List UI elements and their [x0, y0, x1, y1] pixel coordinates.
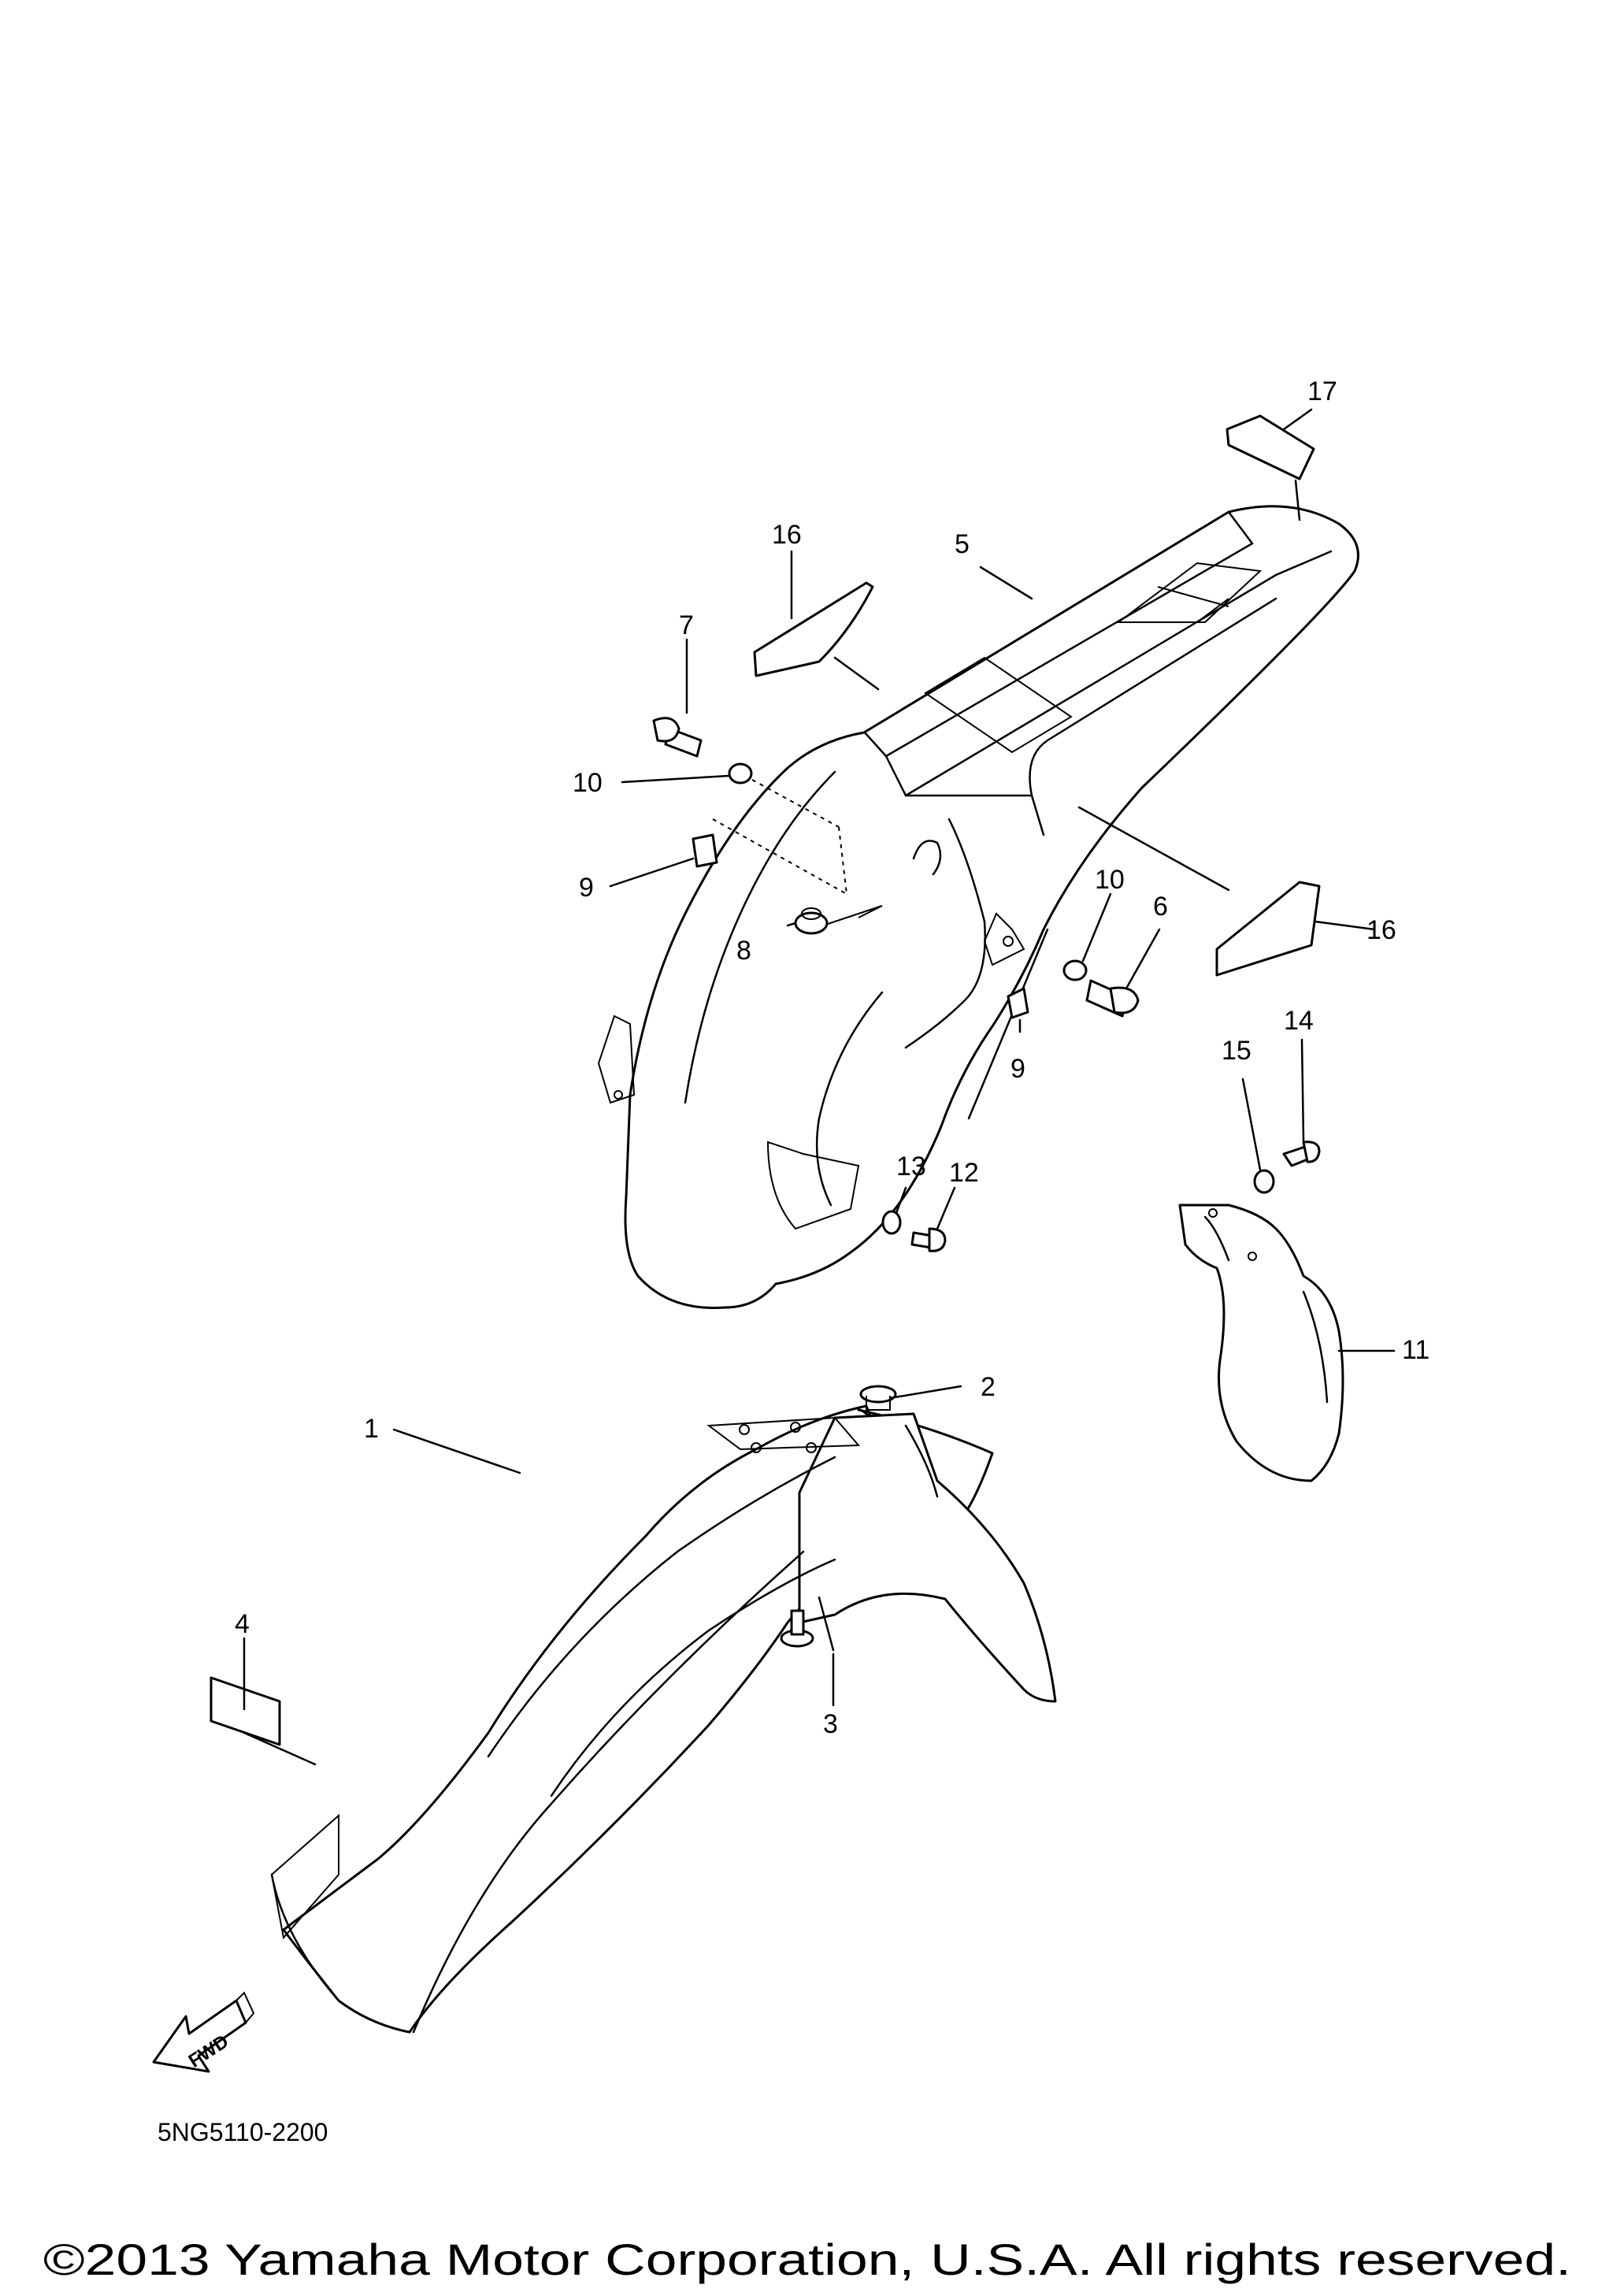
callout-1: 1: [364, 1414, 379, 1444]
callout-4: 4: [235, 1609, 250, 1639]
washer-15: [1253, 1169, 1275, 1194]
callout-2: 2: [981, 1372, 996, 1402]
bolt-6: [1085, 979, 1140, 1018]
fwd-arrow: FWD: [152, 1991, 255, 2073]
decal-4: [210, 1676, 281, 1746]
callout-8: 8: [736, 936, 751, 966]
mud-flap: [1178, 1204, 1344, 1482]
nut-13: [881, 1210, 902, 1235]
callout-3: 3: [823, 1709, 838, 1739]
collar-10-left: [728, 762, 753, 784]
callout-10b: 10: [1095, 865, 1125, 895]
bolt-3: [780, 1609, 814, 1648]
callout-17: 17: [1307, 376, 1337, 406]
callout-7: 7: [679, 610, 694, 640]
grommet-2: [859, 1385, 897, 1411]
callout-9: 9: [579, 873, 594, 903]
callout-5: 5: [955, 529, 970, 559]
callout-16b: 16: [1366, 915, 1396, 945]
rear-fender: [597, 505, 1359, 1309]
decal-17: [1226, 414, 1315, 480]
decal-16-left: [753, 581, 874, 677]
callouts: 1 2 3 4 5 6 7 8 9 9 10 10 11 12 13 14 15…: [235, 376, 1429, 1739]
callout-9b: 9: [1010, 1054, 1025, 1084]
nut-9-left: [692, 833, 718, 868]
callout-13: 13: [896, 1152, 926, 1181]
collar-10-right: [1062, 959, 1088, 981]
decal-16-right: [1215, 881, 1321, 977]
screw-14: [1282, 1141, 1321, 1167]
nut-9-right: [1007, 987, 1029, 1019]
callout-12: 12: [949, 1158, 979, 1188]
callout-16: 16: [772, 520, 802, 550]
callout-6: 6: [1153, 892, 1168, 922]
bolt-12: [910, 1227, 947, 1252]
doc-code: 5NG5110-2200: [158, 2118, 328, 2146]
copyright: ©2013 Yamaha Motor Corporation, U.S.A. A…: [43, 2235, 1571, 2284]
callout-15: 15: [1222, 1036, 1251, 1066]
bolt-7: [652, 717, 703, 758]
callout-14: 14: [1284, 1006, 1314, 1036]
callout-11: 11: [1402, 1335, 1429, 1365]
leader-lines: [243, 408, 1396, 1766]
front-fender: [270, 1404, 1057, 2034]
callout-10: 10: [573, 768, 603, 798]
